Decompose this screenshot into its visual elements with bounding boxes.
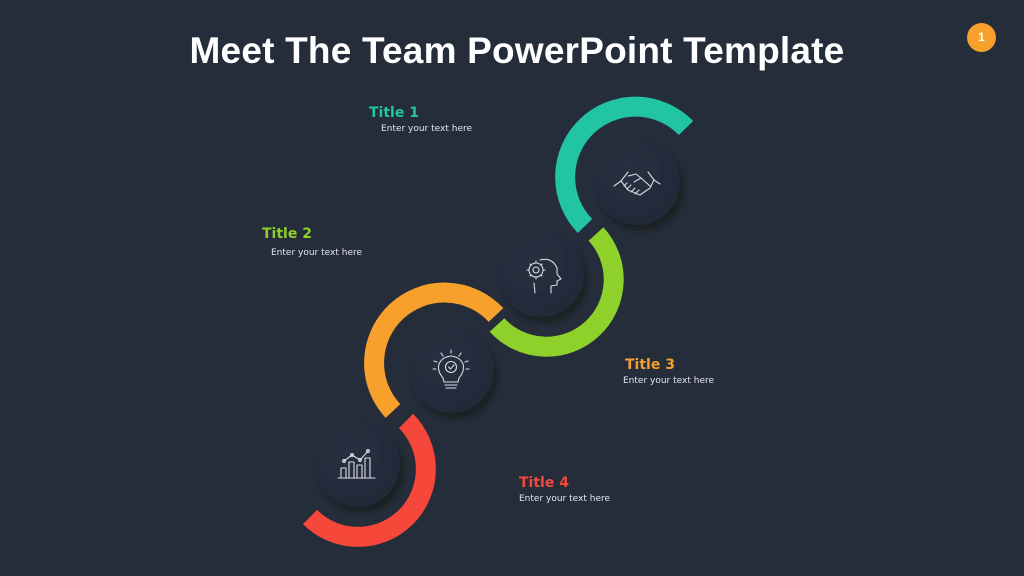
step-4-label: Title 4 Enter your text here — [519, 475, 610, 504]
circle-step-3 — [408, 327, 494, 413]
step-2-label: Title 2 Enter your text here — [262, 226, 362, 258]
step-2-title: Title 2 — [262, 226, 312, 242]
arc-teal — [555, 96, 694, 233]
step-4-title: Title 4 — [519, 475, 569, 491]
step-1-label: Title 1 Enter your text here — [369, 105, 472, 134]
page-number-badge: 1 — [967, 23, 996, 52]
circle-step-1 — [594, 139, 680, 225]
bar-chart-growth-icon — [337, 449, 376, 479]
step-3-title: Title 3 — [625, 357, 675, 373]
step-1-text: Enter your text here — [381, 124, 473, 134]
arc-orange — [364, 282, 504, 418]
step-4-text: Enter your text here — [519, 494, 611, 504]
step-3-text: Enter your text here — [623, 376, 715, 386]
circle-step-4 — [314, 421, 400, 507]
lightbulb-check-icon — [432, 349, 470, 389]
step-2-text: Enter your text here — [271, 248, 363, 258]
circle-step-2 — [498, 231, 584, 317]
arc-red — [302, 413, 436, 547]
arc-green — [489, 227, 624, 357]
step-3-label: Title 3 Enter your text here — [623, 357, 715, 386]
step-1-title: Title 1 — [369, 105, 419, 121]
head-gear-icon — [526, 258, 562, 294]
slide-title: Meet The Team PowerPoint Template — [189, 30, 845, 71]
handshake-icon — [613, 171, 661, 196]
